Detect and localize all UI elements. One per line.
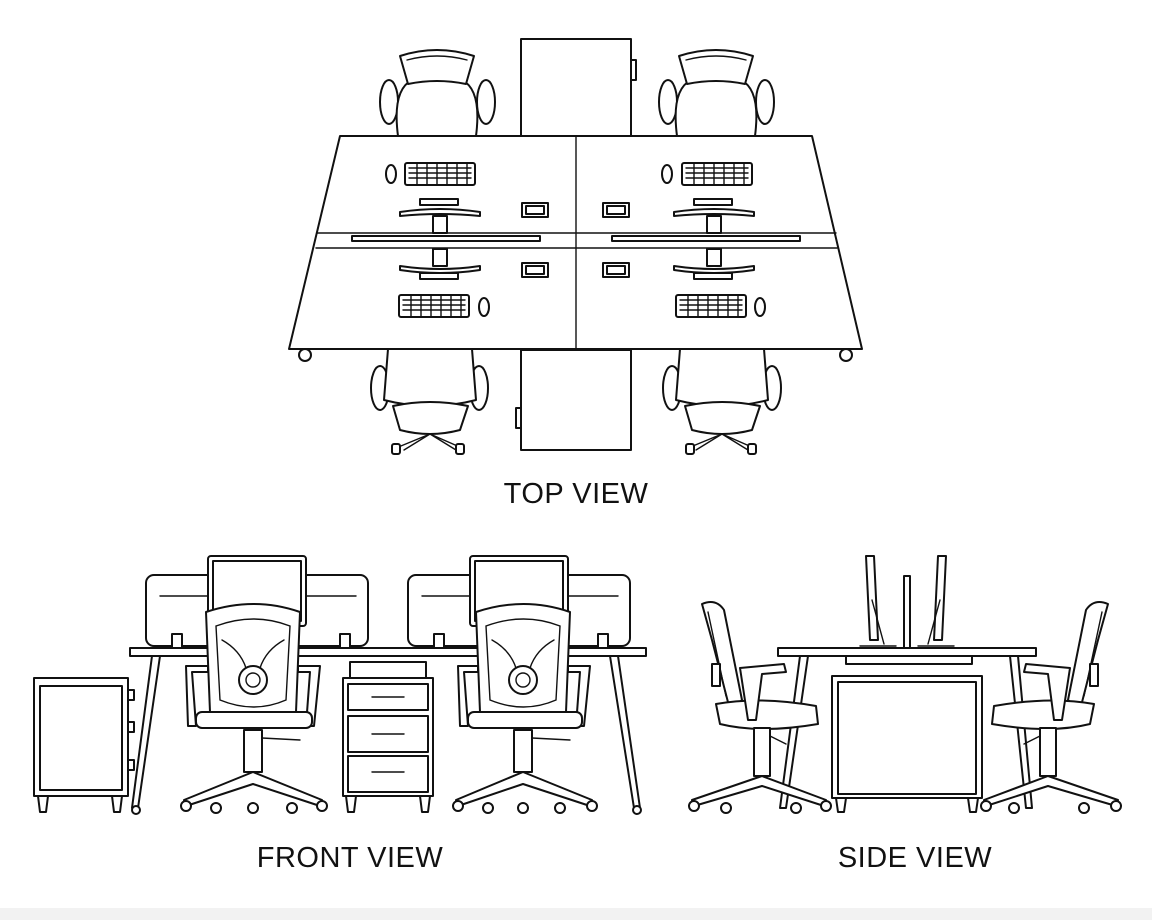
side-view bbox=[688, 555, 1122, 814]
pedestal-center bbox=[342, 661, 434, 813]
cabinet-handle bbox=[515, 407, 522, 429]
workstation-bottom-right bbox=[602, 248, 766, 318]
chair-side-right bbox=[980, 601, 1122, 814]
chair-bottom-left bbox=[370, 348, 489, 455]
workstation-top-left bbox=[385, 162, 549, 234]
pedestal-left bbox=[33, 677, 135, 813]
desk-top bbox=[129, 647, 647, 657]
center-cabinet-top bbox=[520, 38, 632, 138]
monitor-side bbox=[933, 555, 947, 641]
top-view bbox=[288, 38, 863, 455]
chair-front-right bbox=[452, 603, 598, 814]
workstation-bottom-left bbox=[398, 248, 549, 318]
cabinet-handle bbox=[630, 59, 637, 81]
chair-bottom-right bbox=[662, 348, 782, 455]
center-cabinet-bottom bbox=[520, 349, 632, 451]
chair-side-left bbox=[688, 601, 832, 814]
front-view-label: FRONT VIEW bbox=[256, 842, 444, 874]
cable-tray bbox=[611, 235, 801, 242]
monitor-side bbox=[865, 555, 879, 641]
chair-front-left bbox=[180, 603, 328, 814]
chair-top-left bbox=[379, 49, 496, 137]
front-view bbox=[33, 555, 647, 815]
bottom-band bbox=[0, 908, 1152, 920]
side-view-label: SIDE VIEW bbox=[837, 842, 993, 874]
top-view-label: TOP VIEW bbox=[503, 478, 649, 510]
cable-tray bbox=[351, 235, 541, 242]
desk-top-side bbox=[777, 647, 1037, 657]
workstation-top-right bbox=[602, 162, 755, 234]
chair-top-right bbox=[658, 49, 775, 137]
